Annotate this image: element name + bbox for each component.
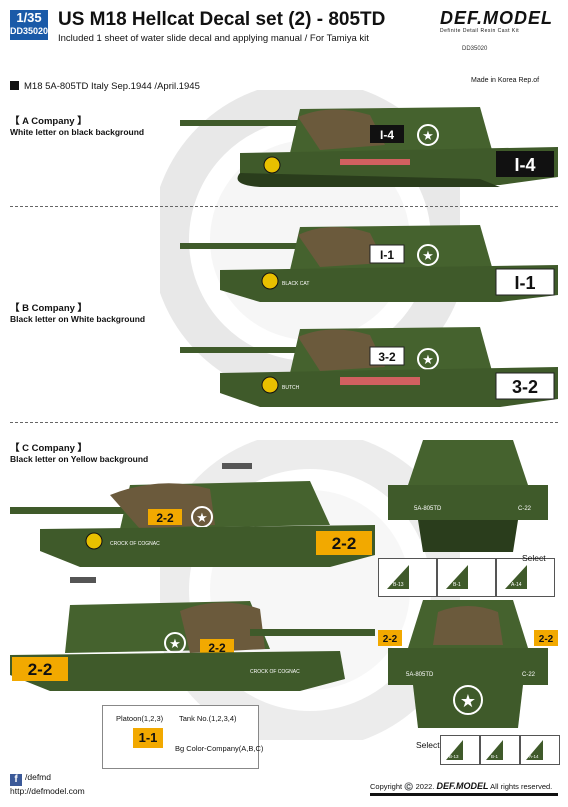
front2-tag-left: 2-2 (383, 634, 398, 645)
star-icon: ★ (169, 636, 181, 651)
page-subtitle: Included 1 sheet of water slide decal an… (58, 33, 369, 44)
select-row2-label-2: A-14 (529, 754, 539, 759)
tank-b1-turret-number: I-1 (380, 248, 394, 262)
tank-profile-b1: I-1 ★ BLACK CAT I-1 (180, 225, 558, 302)
site-url[interactable]: http://defmodel.com (10, 786, 85, 796)
front2-tag-right: 2-2 (539, 634, 554, 645)
section-divider (10, 422, 558, 423)
facebook-icon: f (10, 774, 22, 786)
tank-c2-turret-number: 2-2 (208, 641, 226, 655)
copyright-brand: DEF.MODEL (436, 781, 489, 791)
brand-code: DD35020 (462, 46, 488, 52)
legend-tank: Tank No.(1,2,3,4) (179, 714, 237, 723)
select-option-b13[interactable]: B-13 (378, 558, 437, 597)
scale-badge: 1/35 DD35020 (10, 10, 48, 40)
company-b-title: 【 B Company 】 (10, 303, 88, 314)
star-icon: ★ (422, 248, 434, 263)
select-label-1: Select (522, 553, 546, 563)
section-divider (10, 206, 558, 207)
select-option-a14[interactable]: A-14 (496, 558, 555, 597)
select-row2-label-1: B-1 (491, 754, 499, 759)
triangle-decal-icon: A-14 (505, 565, 527, 589)
triangle-decal-icon: A-14 (526, 740, 543, 760)
tank-profile-c2: 2-2 ★ 2-2 CROCK OF COGNAC (10, 577, 375, 691)
brand-tagline: Definite Detail Resin Cast Kit (440, 28, 520, 34)
select-option-b1-2[interactable]: B-1 (480, 735, 520, 765)
select-option-b1[interactable]: B-1 (437, 558, 496, 597)
tank-b2-turret-number: 3-2 (378, 350, 396, 364)
tank-b2-hull-number: 3-2 (512, 377, 538, 397)
company-a-desc: White letter on black background (10, 127, 145, 137)
unit-info-text: M18 5A-805TD Italy Sep.1944 /April.1945 (24, 81, 200, 92)
social-handle[interactable]: /defmd (25, 772, 51, 782)
tank-c2-name: CROCK OF COGNAC (250, 669, 300, 675)
company-a-title: 【 A Company 】 (10, 116, 87, 127)
select-label-2: Select (416, 740, 440, 750)
tank-profile-b2: 3-2 ★ BUTCH 3-2 (180, 327, 558, 407)
footer-bar (370, 793, 558, 796)
select-option-a14-2[interactable]: A-14 (520, 735, 560, 765)
tank-c1-hull-number: 2-2 (332, 534, 357, 553)
company-c-desc: Black letter on Yellow background (10, 454, 149, 464)
tank-profile-a: I-4 ★ I-4 (180, 107, 558, 187)
star-icon: ★ (422, 352, 434, 367)
product-code: DD35020 (10, 26, 49, 36)
legend-platoon: Platoon(1,2,3) (116, 714, 164, 723)
select-row1-label-0: B-13 (393, 582, 404, 588)
brand-logo: DEF.MODEL (440, 8, 554, 28)
footer-copyright: Copyright ©️ 2022. DEF.MODEL All rights … (370, 781, 552, 791)
triangle-decal-icon: B-1 (446, 565, 468, 589)
tank-front-view-2: 2-2 2-2 ★ 5A-805TD C-22 (378, 600, 558, 728)
triangle-decal-icon: B-13 (387, 565, 409, 589)
front1-unit-code: 5A-805TD (414, 506, 442, 512)
triangle-decal-icon: B-1 (486, 740, 503, 760)
triangle-decal-icon: B-13 (446, 740, 463, 760)
tank-c1-turret-number: 2-2 (156, 511, 174, 525)
select-row2-label-0: B-13 (449, 754, 459, 759)
front2-unit-code: 5A-805TD (406, 672, 434, 678)
star-icon: ★ (460, 691, 476, 711)
tank-c2-hull-number: 2-2 (28, 660, 53, 679)
tank-a-hull-number: I-4 (514, 155, 535, 175)
unit-info: M18 5A-805TD Italy Sep.1944 /April.1945 (10, 81, 200, 92)
rights-text: All rights reserved. (490, 782, 553, 791)
select-option-b13-2[interactable]: B-13 (440, 735, 480, 765)
scale-text: 1/35 (16, 10, 42, 25)
star-icon: ★ (196, 510, 208, 525)
footer-social: f/defmd http://defmodel.com (10, 772, 85, 796)
page-title: US M18 Hellcat Decal set (2) - 805TD (58, 9, 386, 30)
tank-c1-name: CROCK OF COGNAC (110, 541, 160, 547)
select-row1-label-2: A-14 (511, 582, 522, 588)
select-row1-label-1: B-1 (453, 582, 461, 588)
bullet-square-icon (10, 81, 19, 90)
made-in-label: Made in Korea Rep.of (471, 77, 540, 84)
company-b-desc: Black letter on White background (10, 314, 146, 324)
tank-profile-c1: 2-2 ★ CROCK OF COGNAC 2-2 (10, 463, 375, 567)
tank-b1-name: BLACK CAT (282, 281, 309, 287)
copyright-text: Copyright ©️ 2022. (370, 782, 435, 791)
front1-vehicle-number: C-22 (518, 506, 532, 512)
front2-vehicle-number: C-22 (522, 672, 536, 678)
tank-a-turret-number: I-4 (380, 128, 394, 142)
legend-sample: 1-1 (133, 728, 163, 748)
legend-box: Platoon(1,2,3) Tank No.(1,2,3,4) 1-1 Bg … (102, 705, 263, 769)
tank-front-view-1: 5A-805TD C-22 (388, 440, 548, 552)
star-icon: ★ (422, 128, 434, 143)
tank-b1-hull-number: I-1 (514, 273, 535, 293)
legend-bg: Bg Color-Company(A,B,C) (175, 744, 264, 753)
tank-b2-name: BUTCH (282, 385, 300, 391)
company-c-title: 【 C Company 】 (10, 443, 88, 454)
